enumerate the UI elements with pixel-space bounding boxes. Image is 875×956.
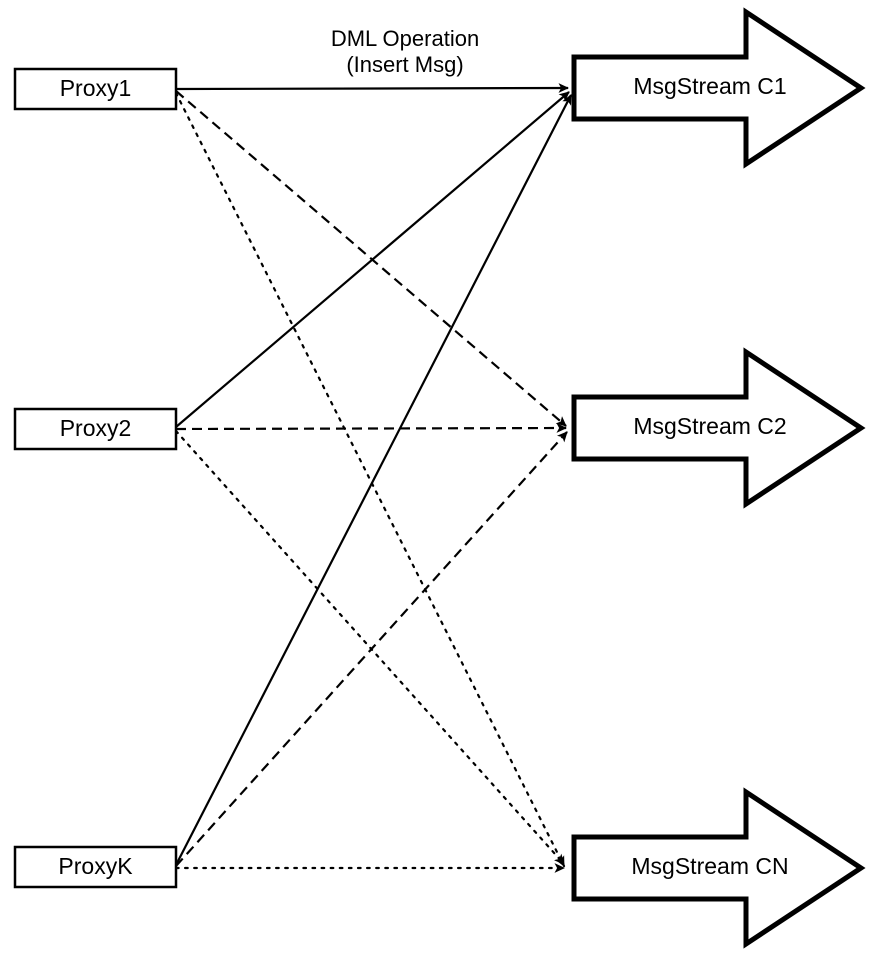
proxy-node-proxy2[interactable]: Proxy2 xyxy=(13,407,178,451)
msgstream-c2-arrow-shape[interactable] xyxy=(571,347,866,509)
edge-proxyk-to-msgstream-c1 xyxy=(175,94,572,866)
edge-proxy2-to-msgstream-cn xyxy=(174,429,566,866)
proxy2-label: Proxy2 xyxy=(60,415,132,441)
proxy-node-proxy1[interactable]: Proxy1 xyxy=(13,67,178,111)
edge-proxy2-to-msgstream-c1 xyxy=(175,91,570,428)
msgstream-c2-label: MsgStream C2 xyxy=(633,413,786,439)
msgstream-node-c1[interactable]: MsgStream C1 xyxy=(571,7,866,169)
msgstream-cn-label: MsgStream CN xyxy=(631,853,788,879)
msgstream-c1-arrow-shape[interactable] xyxy=(571,7,866,169)
annotation-line-1: DML Operation xyxy=(331,26,479,51)
edge-annotation-dml-operation: DML Operation (Insert Msg) xyxy=(331,26,479,77)
edge-proxy2-to-msgstream-c2 xyxy=(175,423,567,433)
proxy1-box[interactable] xyxy=(13,67,178,111)
edge-proxyk-to-msgstream-c2 xyxy=(175,431,568,867)
proxy-node-proxyk[interactable]: ProxyK xyxy=(13,845,178,889)
proxy2-box[interactable] xyxy=(13,407,178,451)
proxyk-box[interactable] xyxy=(13,845,178,889)
edge-proxy1-to-msgstream-c1 xyxy=(175,83,569,93)
annotation-line-2: (Insert Msg) xyxy=(346,52,463,77)
edge-proxy1-to-msgstream-cn xyxy=(174,91,566,868)
proxy1-label: Proxy1 xyxy=(60,75,132,101)
msgstream-node-c2[interactable]: MsgStream C2 xyxy=(571,347,866,509)
msgstream-cn-arrow-shape[interactable] xyxy=(571,787,866,949)
msgstream-node-cn[interactable]: MsgStream CN xyxy=(571,787,866,949)
msgstream-c1-label: MsgStream C1 xyxy=(633,73,786,99)
edge-proxy1-to-msgstream-c2 xyxy=(175,90,567,427)
edge-layer xyxy=(174,83,572,873)
proxyk-label: ProxyK xyxy=(58,853,133,879)
